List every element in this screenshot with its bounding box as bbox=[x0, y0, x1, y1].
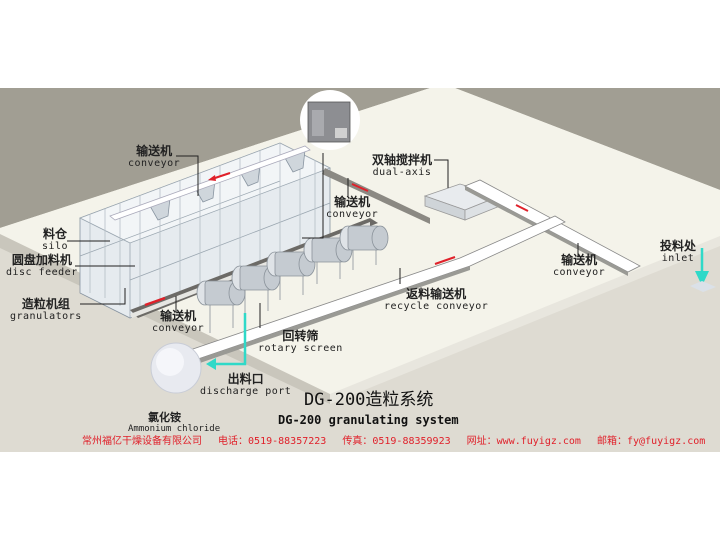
label-disc-feeder: 圆盘加料机 disc feeder bbox=[6, 253, 78, 278]
label-recycle-conveyor: 返料输送机 recycle conveyor bbox=[384, 287, 489, 312]
label-granulators: 造粒机组 granulators bbox=[10, 297, 82, 322]
label-top-conveyor: 输送机 conveyor bbox=[128, 144, 181, 169]
footer-phone: 电话：0519-88357223 bbox=[218, 436, 327, 447]
product-name-en: Ammonium chloride bbox=[128, 424, 221, 434]
leader-lines bbox=[67, 153, 579, 328]
mid-conveyor-arrow-icon bbox=[351, 183, 369, 192]
label-right-conveyor: 输送机 conveyor bbox=[553, 253, 606, 278]
diagram-title: DG-200造粒系统 bbox=[304, 390, 434, 410]
arrow-head-icon bbox=[208, 175, 216, 181]
label-inlet: 投料处 inlet bbox=[660, 239, 697, 264]
diagram-graphics bbox=[0, 88, 720, 452]
rotary-screens bbox=[196, 225, 389, 333]
label-silo: 料仓 silo bbox=[42, 227, 69, 252]
label-rotary-screen: 回转筛 rotary screen bbox=[258, 329, 343, 354]
recycle-conveyor-arrow-icon bbox=[434, 256, 456, 265]
label-bottom-conveyor: 输送机 conveyor bbox=[152, 309, 205, 334]
footer-email: 邮箱：fy@fuyigz.com bbox=[596, 436, 706, 447]
floor-edge-right bbox=[330, 236, 720, 404]
label-mid-conveyor: 输送机 conveyor bbox=[326, 195, 379, 220]
product-name-zh: 氯化铵 bbox=[148, 411, 181, 424]
footer-fax: 传真：0519-88359923 bbox=[342, 436, 451, 447]
label-discharge-port: 出料口 discharge port bbox=[200, 372, 292, 397]
discharge-arrow-icon bbox=[213, 313, 247, 366]
bottom-conveyor-arrow-icon bbox=[144, 296, 166, 307]
granulator-structure bbox=[79, 142, 331, 319]
diagram-subtitle: DG-200 granulating system bbox=[278, 413, 459, 427]
process-diagram: 输送机 conveyor 料仓 silo 圆盘加料机 disc feeder 造… bbox=[0, 88, 720, 452]
footer-company: 常州福亿干燥设备有限公司 bbox=[82, 436, 202, 447]
inlet-conveyor-arrow-icon bbox=[515, 204, 529, 212]
company-footer: 常州福亿干燥设备有限公司 电话：0519-88357223 传真：0519-88… bbox=[82, 432, 715, 447]
lower-floor bbox=[0, 238, 720, 452]
label-dual-axis: 双轴搅拌机 dual-axis bbox=[372, 153, 433, 178]
mid-conveyor bbox=[322, 168, 430, 224]
footer-website: 网址：www.fuyigz.com bbox=[466, 436, 581, 447]
